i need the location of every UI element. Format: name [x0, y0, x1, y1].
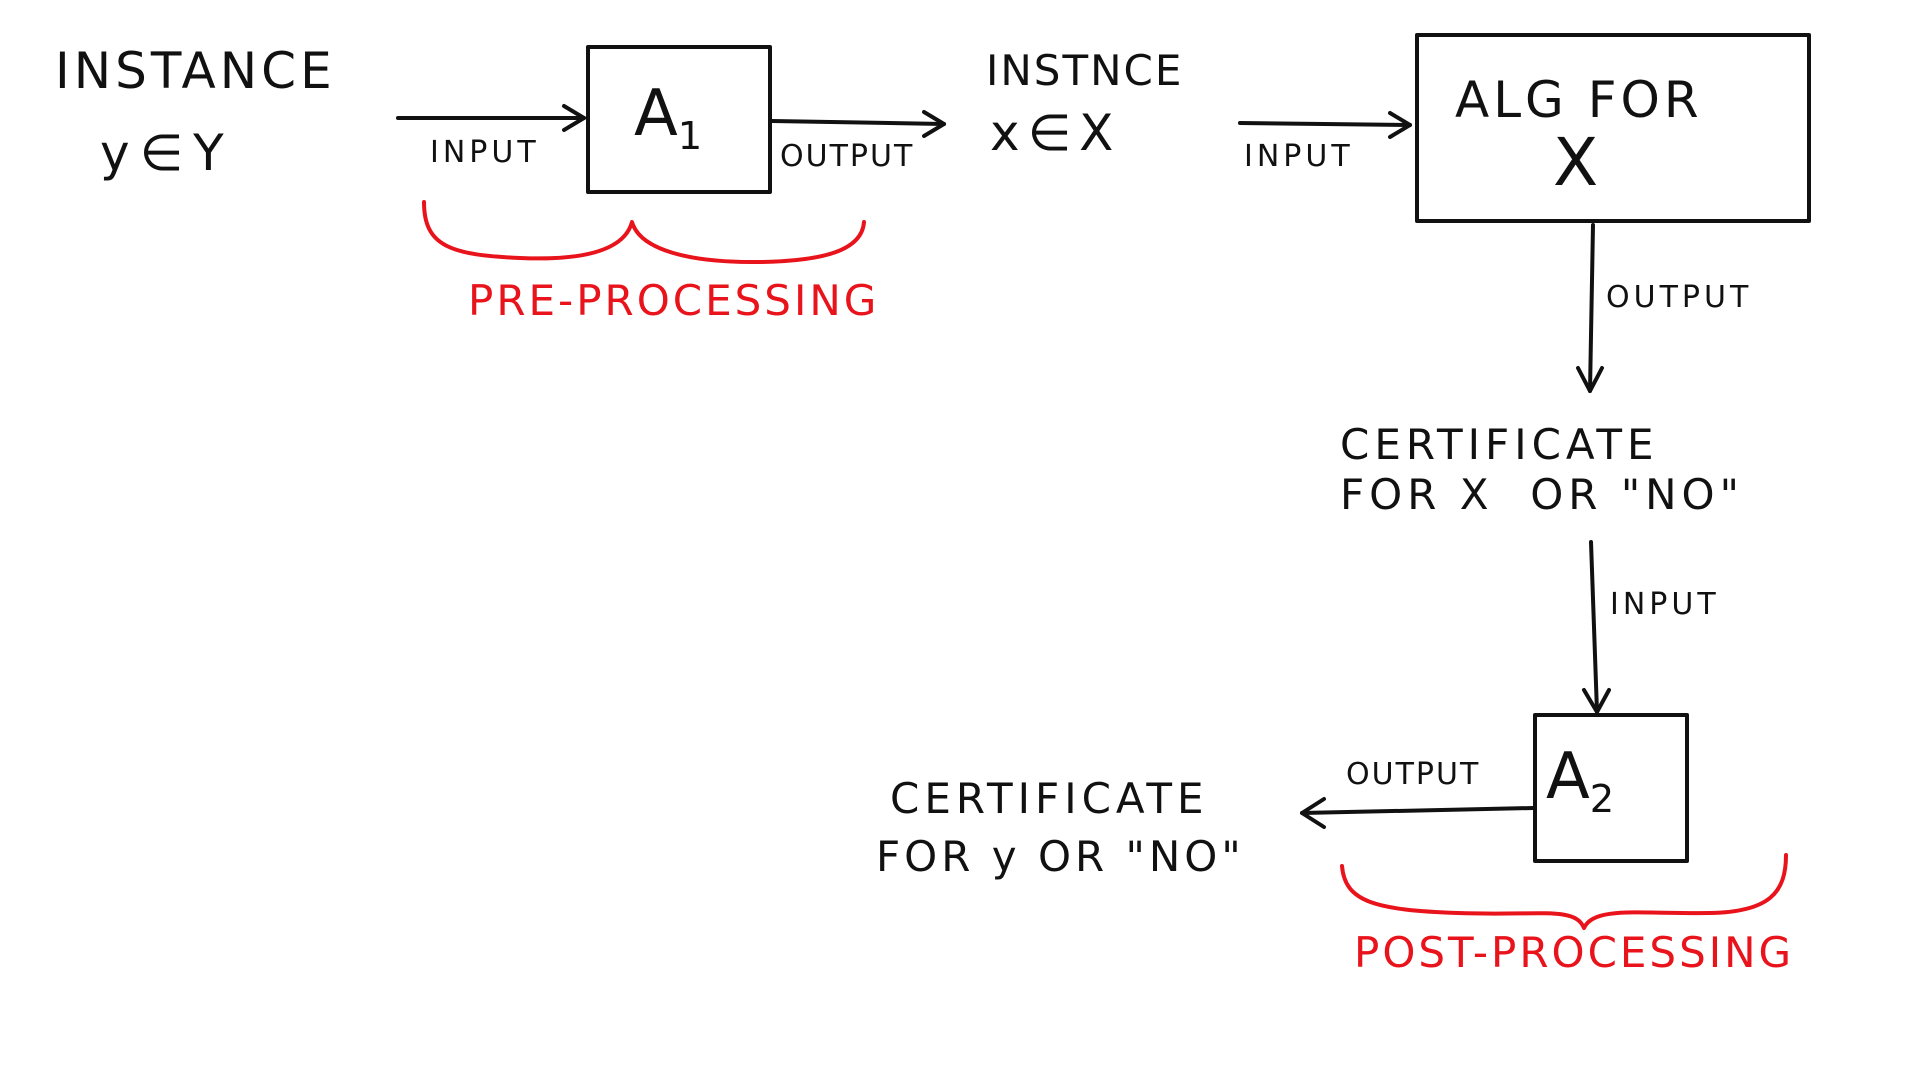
- alg-input-label: INPUT: [1244, 139, 1354, 174]
- arrow-input-to-a1-head: [562, 104, 586, 132]
- alg-output-label: OUTPUT: [1606, 280, 1753, 315]
- pre-processing-label: PRE-PROCESSING: [468, 276, 880, 325]
- arrow-cert-x-to-a2-head: [1582, 688, 1611, 714]
- certificate-y-line1: CERTIFICATE: [890, 774, 1209, 823]
- a2-input-label: INPUT: [1610, 587, 1720, 622]
- certificate-x-line2: FOR X OR "NO": [1340, 470, 1744, 519]
- alg-box-border: [1415, 33, 1811, 223]
- box-a2-border: [1533, 713, 1689, 863]
- arrow-cert-x-to-a2: [1589, 540, 1599, 714]
- box-a2-label: A2: [1546, 745, 1614, 819]
- instance-y-line1: INSTANCE: [55, 42, 336, 100]
- certificate-x-line1: CERTIFICATE: [1340, 420, 1659, 469]
- box-a1-border: [586, 45, 772, 194]
- box-a1-letter: A: [634, 77, 678, 151]
- pre-output-label: OUTPUT: [780, 139, 915, 174]
- arrow-x-to-alg: [1238, 121, 1412, 127]
- post-processing-label: POST-PROCESSING: [1354, 928, 1795, 977]
- box-a1-label: A1: [634, 82, 702, 156]
- arrow-x-to-alg-head: [1388, 111, 1412, 139]
- arrow-a2-to-cert-y-head: [1300, 797, 1326, 829]
- instance-x-line2: x∈X: [990, 104, 1122, 162]
- alg-box-line2: X: [1553, 124, 1603, 201]
- instance-y-line2: y∈Y: [100, 124, 234, 182]
- pre-input-label: INPUT: [430, 135, 540, 170]
- a2-output-label: OUTPUT: [1346, 757, 1481, 792]
- arrow-alg-to-cert-x: [1588, 223, 1595, 393]
- box-a2-letter: A: [1546, 740, 1590, 814]
- pre-processing-brace: [422, 200, 866, 265]
- post-processing-brace: [1340, 853, 1788, 930]
- arrow-alg-to-cert-x-head: [1576, 366, 1604, 393]
- certificate-y-line2: FOR y OR "NO": [876, 832, 1245, 881]
- box-a1-subscript: 1: [677, 113, 703, 159]
- alg-box-line1: ALG FOR: [1455, 71, 1703, 129]
- arrow-a1-to-x: [770, 119, 946, 126]
- arrow-a2-to-cert-y: [1300, 806, 1535, 815]
- box-a2-subscript: 2: [1589, 776, 1615, 822]
- arrow-a1-to-x-head: [922, 110, 946, 138]
- instance-x-line1: INSTNCE: [986, 46, 1184, 95]
